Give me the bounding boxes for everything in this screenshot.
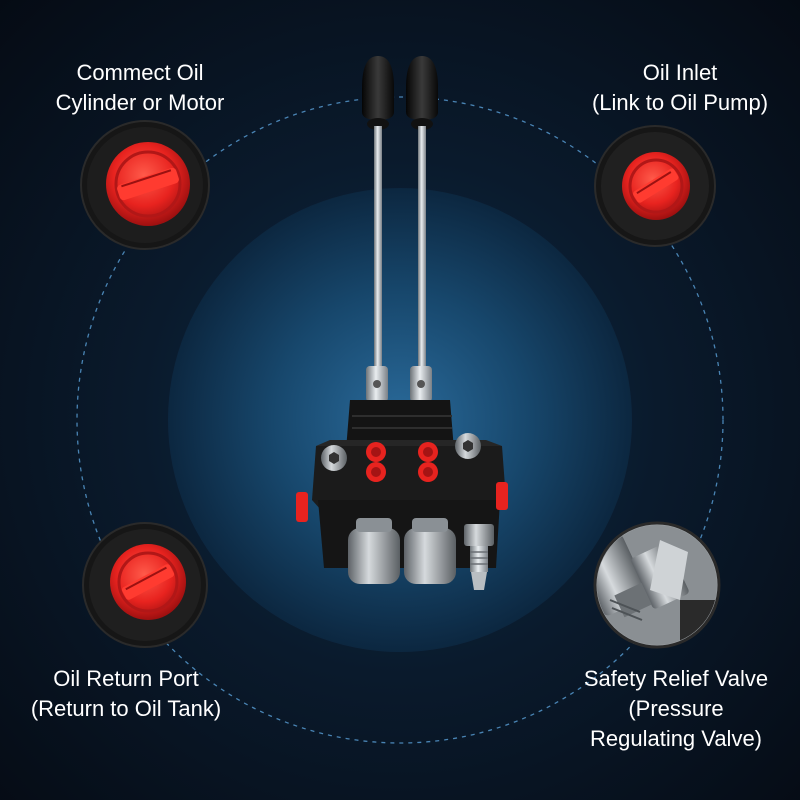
- label-line: (Return to Oil Tank): [30, 696, 222, 721]
- label-line: Safety Relief Valve: [583, 666, 769, 691]
- top-left-port-plug-icon: [80, 120, 210, 250]
- label-line: Oil Inlet: [642, 60, 718, 85]
- callout-label-cylinder-motor: Commect Oil Cylinder or Motor: [0, 58, 280, 118]
- bottom-left-port-plug-icon: [82, 522, 208, 648]
- safety-relief-valve-icon: [593, 521, 721, 649]
- top-right-port-plug-icon: [594, 125, 716, 247]
- callout-label-relief-valve: Safety Relief Valve (Pressure Regulating…: [536, 664, 800, 754]
- label-line: Cylinder or Motor: [55, 90, 225, 115]
- label-line: (Pressure: [628, 696, 724, 721]
- callout-label-oil-inlet: Oil Inlet (Link to Oil Pump): [540, 58, 800, 118]
- label-line: Regulating Valve): [589, 726, 763, 751]
- label-line: Oil Return Port: [53, 666, 199, 691]
- hydraulic-valve-icon: [296, 56, 508, 590]
- callout-label-oil-return: Oil Return Port (Return to Oil Tank): [0, 664, 266, 724]
- label-line: Commect Oil: [76, 60, 204, 85]
- dashed-orbit-ring: [76, 96, 724, 744]
- label-line: (Link to Oil Pump): [591, 90, 769, 115]
